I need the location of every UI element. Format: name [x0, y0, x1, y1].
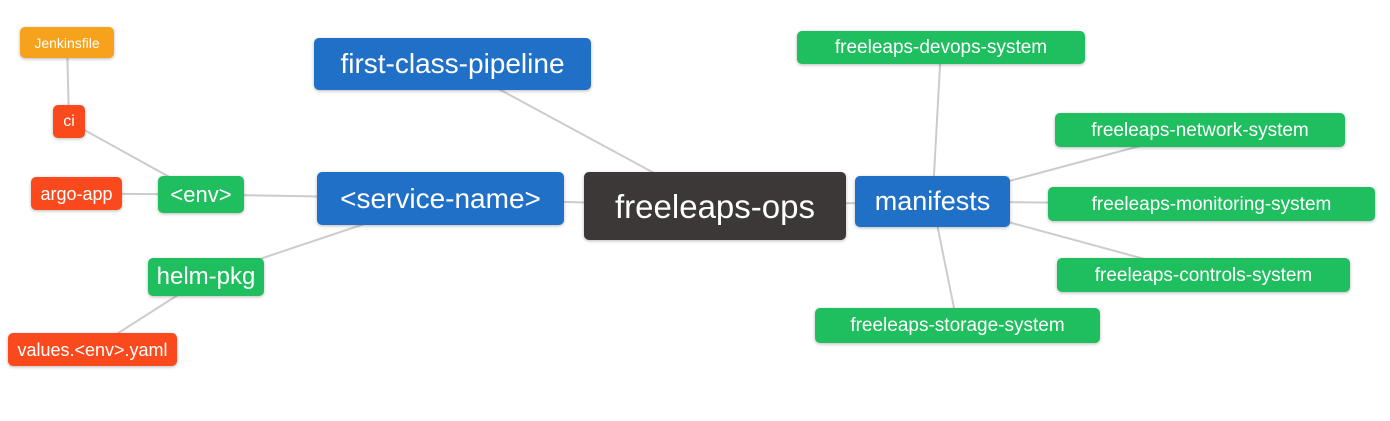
node-service-name[interactable]: <service-name> — [317, 172, 564, 225]
node-label: argo-app — [40, 183, 113, 204]
node-label: manifests — [874, 186, 991, 216]
node-manifests[interactable]: manifests — [855, 176, 1010, 227]
node-jenkinsfile[interactable]: Jenkinsfile — [20, 27, 114, 58]
node-freeleaps-ops[interactable]: freeleaps-ops — [584, 172, 846, 240]
node-label: freeleaps-storage-system — [850, 315, 1065, 336]
node-helm-pkg[interactable]: helm-pkg — [148, 258, 264, 296]
node-first-class-pipeline[interactable]: first-class-pipeline — [314, 38, 591, 90]
node-label: first-class-pipeline — [340, 48, 565, 79]
node-label: <env> — [170, 181, 232, 207]
node-label: freeleaps-devops-system — [834, 37, 1048, 58]
node-freeleaps-devops-system[interactable]: freeleaps-devops-system — [797, 31, 1085, 64]
node-label: freeleaps-ops — [615, 187, 815, 225]
node-label: freeleaps-monitoring-system — [1091, 193, 1332, 215]
node-freeleaps-storage-system[interactable]: freeleaps-storage-system — [815, 308, 1100, 343]
node-argo-app[interactable]: argo-app — [31, 177, 122, 210]
node-label: freeleaps-network-system — [1091, 119, 1309, 141]
node-values-env-yaml[interactable]: values.<env>.yaml — [8, 333, 177, 366]
node-ci[interactable]: ci — [53, 105, 85, 138]
node-label: helm-pkg — [156, 263, 256, 290]
node-label: <service-name> — [340, 182, 541, 214]
node-env[interactable]: <env> — [158, 176, 244, 213]
edge-manifests-freeleaps-devops-system — [931, 47, 942, 202]
node-freeleaps-network-system[interactable]: freeleaps-network-system — [1055, 113, 1345, 147]
node-label: freeleaps-controls-system — [1094, 264, 1313, 286]
node-label: values.<env>.yaml — [17, 339, 168, 360]
node-freeleaps-controls-system[interactable]: freeleaps-controls-system — [1057, 258, 1350, 292]
node-label: Jenkinsfile — [34, 34, 100, 51]
node-freeleaps-monitoring-system[interactable]: freeleaps-monitoring-system — [1048, 187, 1375, 221]
node-label: ci — [63, 112, 75, 130]
